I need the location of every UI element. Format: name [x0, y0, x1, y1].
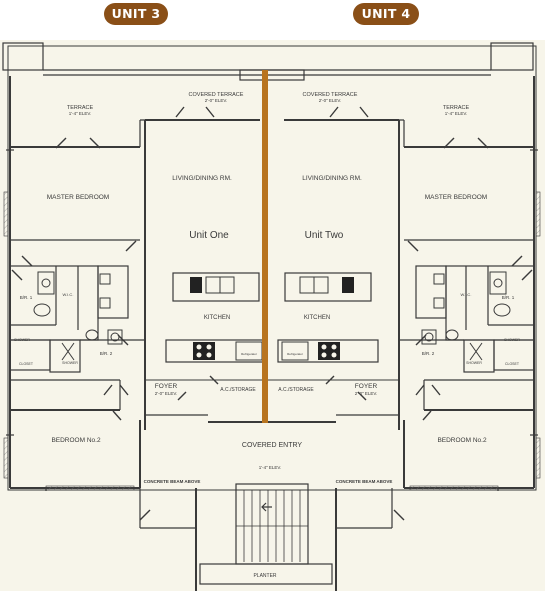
label-covered-terrace-left: COVERED TERRACE [189, 92, 244, 98]
label-shower-right-2: SHOWER [466, 361, 482, 365]
label-terrace-sub-left: 1'-4" ELEV. [69, 111, 92, 116]
label-living-dining-left: LIVING/DINING RM. [172, 175, 232, 182]
label-shower-right-1: SHOWER [504, 338, 520, 342]
label-wic-right: W.I.C. [461, 292, 472, 297]
label-ac-storage-right: A.C./STORAGE [278, 387, 314, 393]
label-concrete-beam-left: CONCRETE BEAM ABOVE [144, 479, 201, 484]
label-closet-left: CLOSET [19, 362, 34, 366]
unit-divider [262, 70, 268, 423]
wall-lines [2, 42, 538, 591]
unit-3-badge: UNIT 3 [104, 3, 168, 25]
label-br1-right: B/R. 1 [502, 295, 515, 300]
label-shower-left-2: SHOWER [62, 361, 78, 365]
stove-burners [196, 344, 337, 358]
stair-arrow-icon [261, 502, 272, 512]
label-br2-right: B/R. 2 [422, 351, 435, 356]
floor-plan: COVERED TERRACE 2'-0" ELEV. COVERED TERR… [0, 40, 545, 591]
label-entry-elev: 1'-4" ELEV. [259, 465, 282, 470]
label-foyer-elev-right: 2'-0" ELEV. [355, 391, 378, 396]
label-foyer-left: FOYER [155, 383, 178, 390]
label-concrete-beam-right: CONCRETE BEAM ABOVE [336, 479, 393, 484]
label-refrigerator-right: Refrigerator [287, 352, 303, 356]
label-kitchen-right: KITCHEN [304, 315, 330, 321]
door-swings [11, 106, 533, 521]
label-foyer-elev-left: 2'-0" ELEV. [155, 391, 178, 396]
label-br2-left: B/R. 2 [100, 351, 113, 356]
label-unit-two: Unit Two [305, 230, 344, 241]
label-br1-left: B/R. 1 [20, 295, 33, 300]
label-terrace-right: TERRACE [443, 105, 470, 111]
label-refrigerator-left: Refrigerator [241, 352, 257, 356]
label-wic-left: W.I.C. [63, 292, 74, 297]
label-living-dining-right: LIVING/DINING RM. [302, 175, 362, 182]
label-ac-storage-left: A.C./STORAGE [220, 387, 256, 393]
label-planter: PLANTER [253, 573, 276, 579]
label-master-bedroom-left: MASTER BEDROOM [47, 194, 109, 201]
label-terrace-elev-left: 2'-0" ELEV. [205, 98, 228, 103]
floor-plan-drawing: COVERED TERRACE 2'-0" ELEV. COVERED TERR… [2, 42, 541, 591]
label-bedroom2-right: BEDROOM No.2 [437, 437, 487, 444]
label-bedroom2-left: BEDROOM No.2 [51, 437, 101, 444]
unit-4-badge: UNIT 4 [353, 3, 419, 25]
stair-treads [236, 490, 308, 562]
label-kitchen-left: KITCHEN [204, 315, 230, 321]
label-closet-right: CLOSET [505, 362, 520, 366]
label-shower-left-1: SHOWER [14, 338, 30, 342]
label-terrace-sub-right: 1'-4" ELEV. [445, 111, 468, 116]
label-covered-terrace-right: COVERED TERRACE [303, 92, 358, 98]
label-terrace-left: TERRACE [67, 105, 94, 111]
label-terrace-elev-right: 2'-0" ELEV. [319, 98, 342, 103]
label-unit-one: Unit One [189, 230, 229, 241]
label-foyer-right: FOYER [355, 383, 378, 390]
plumbing-fixtures [33, 271, 511, 361]
label-master-bedroom-right: MASTER BEDROOM [425, 194, 487, 201]
label-covered-entry: COVERED ENTRY [242, 442, 302, 449]
